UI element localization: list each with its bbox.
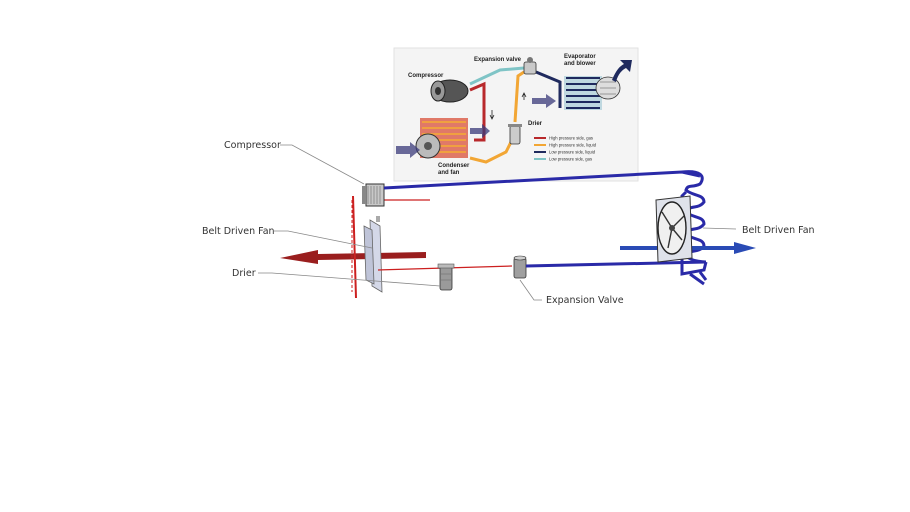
inset-label-expansion-valve: Expansion valve <box>474 57 522 63</box>
inset-label-condenser-2: and fan <box>438 170 460 176</box>
compressor-unit <box>362 183 385 207</box>
inset-drier <box>508 124 522 145</box>
liquid-line <box>525 260 707 268</box>
inset-evaporator <box>564 76 621 110</box>
inset-label-drier: Drier <box>528 121 543 127</box>
inset-label-evaporator-1: Evaporator <box>564 54 596 60</box>
inset-air-in-arrow <box>396 142 420 158</box>
inset-air-arrow-mid <box>470 124 490 138</box>
inset-hot-gas-pipe <box>469 81 486 142</box>
leader-drier <box>258 272 441 287</box>
label-expansion-valve: Expansion Valve <box>546 295 624 306</box>
legend-text-0: High pressure side, gas <box>549 136 593 141</box>
inset-liquid-pipe-up <box>513 70 525 123</box>
condenser-plate <box>351 195 357 299</box>
belt-driven-fan-right <box>655 195 693 263</box>
label-belt-fan-left: Belt Driven Fan <box>202 226 275 237</box>
inset-flow-arrow-1 <box>489 110 495 120</box>
inset-air-arrow-evap <box>532 94 556 108</box>
inset-label-condenser-1: Condenser <box>438 163 470 169</box>
hot-air-arrow <box>280 250 426 264</box>
drier-unit <box>437 263 455 291</box>
belt-driven-fan-left <box>363 216 383 293</box>
evaporator-coil <box>680 170 708 286</box>
inset-low-gas-pipe <box>469 66 525 86</box>
legend-text-1: High pressure side, liquid <box>549 143 597 148</box>
inset-label-evaporator-2: and blower <box>564 61 596 67</box>
inset-condenser <box>415 118 468 159</box>
inset-low-liquid-pipe <box>535 70 562 108</box>
label-compressor: Compressor <box>224 140 281 151</box>
leader-belt-fan-right <box>702 227 737 230</box>
label-drier: Drier <box>232 268 256 279</box>
legend-text-3: Low pressure side, gas <box>549 157 592 162</box>
inset-flow-arrow-2 <box>521 92 527 100</box>
leader-belt-fan-left <box>274 230 373 249</box>
leader-expansion-valve <box>519 279 542 301</box>
inset-expansion-valve <box>523 57 537 75</box>
legend-text-2: Low pressure side, liquid <box>549 150 596 155</box>
label-belt-fan-right: Belt Driven Fan <box>742 225 815 236</box>
inset-legend: High pressure side, gas High pressure si… <box>534 136 597 162</box>
inset-air-out-arrow <box>612 60 632 82</box>
inset-liquid-pipe-low <box>469 139 514 164</box>
leader-compressor <box>280 144 365 185</box>
callout-leaders <box>258 144 737 301</box>
inset-label-compressor: Compressor <box>408 73 444 79</box>
reference-inset-image: Expansion valve Evaporator and blower Co… <box>393 47 639 182</box>
expansion-valve-unit <box>513 255 527 279</box>
inset-compressor <box>430 79 469 103</box>
